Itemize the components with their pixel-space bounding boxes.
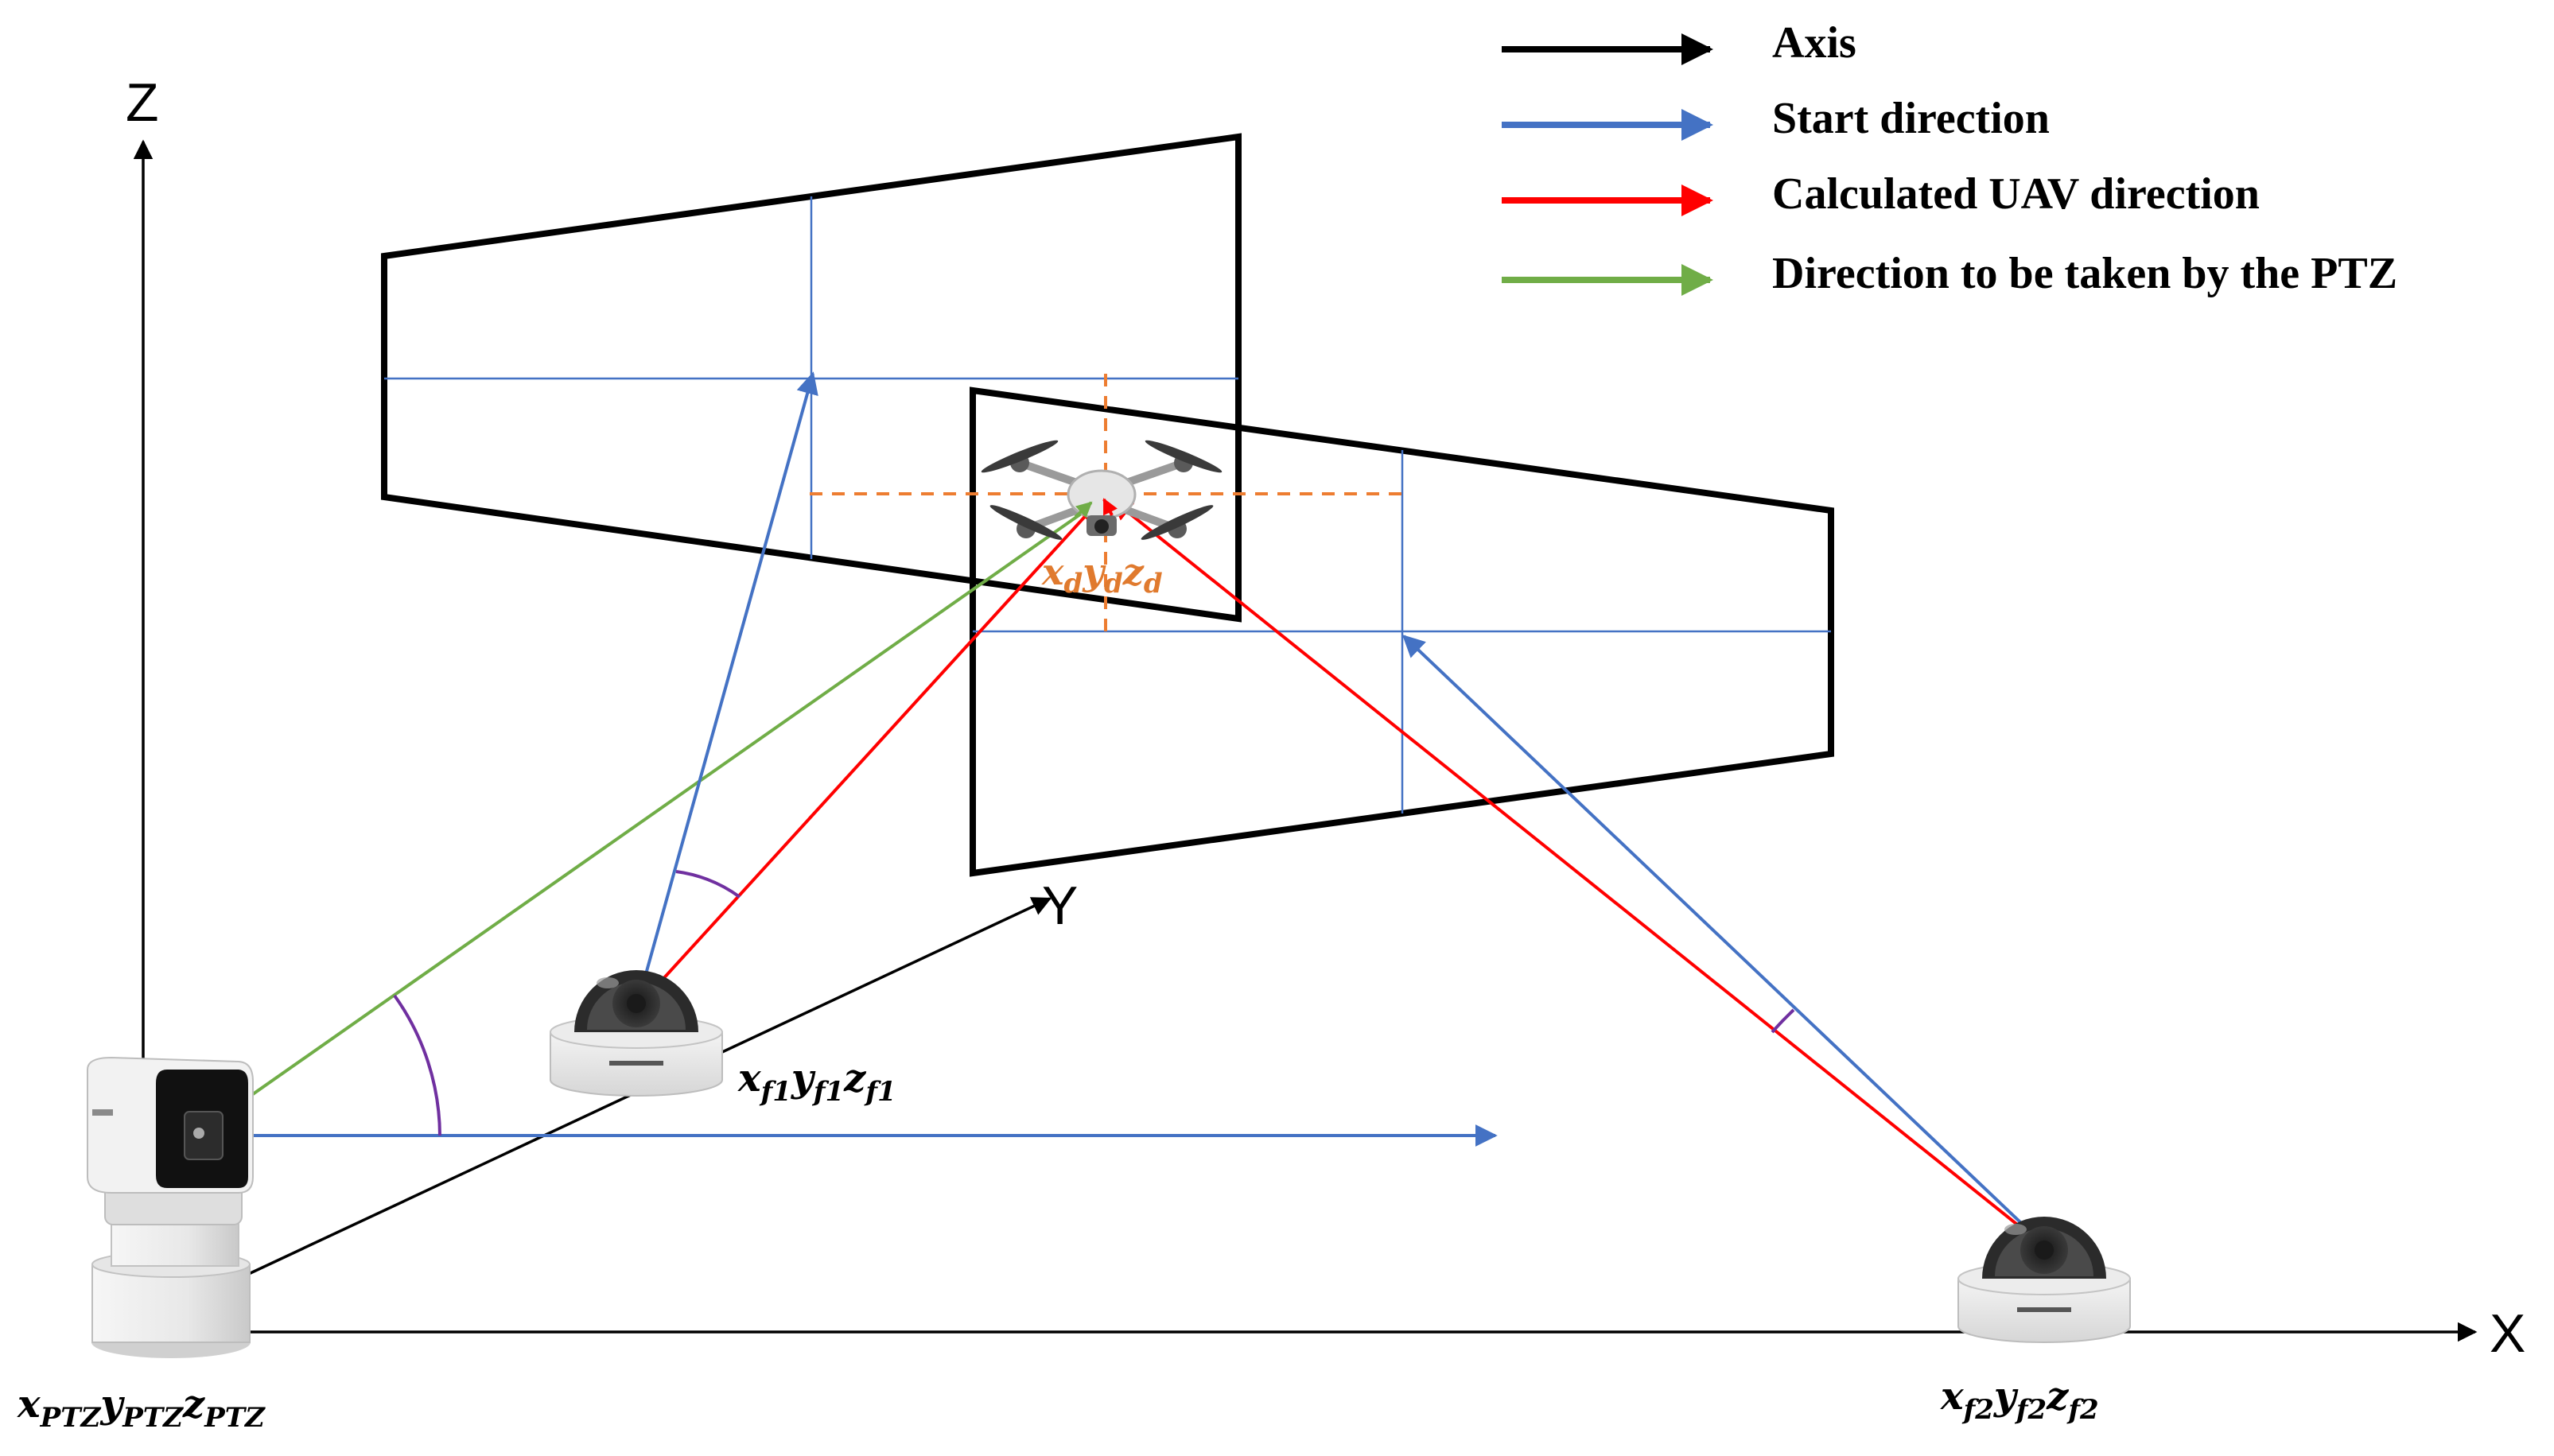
legend-label-ptz-direction: Direction to be taken by the PTZ [1772, 249, 2397, 298]
legend-item-ptz-direction: Direction to be taken by the PTZ [1502, 249, 2397, 298]
angle-arcs [393, 870, 1795, 1136]
f1-coordinate-label: xf1yf1zf1 [737, 1056, 896, 1108]
f2-angle-arc [1771, 1008, 1795, 1034]
dome-camera-f2-icon [1957, 1216, 2131, 1343]
direction-lines [196, 371, 2054, 1254]
x-axis-label: X [2490, 1303, 2525, 1364]
legend: Axis Start direction Calculated UAV dire… [1502, 18, 2397, 298]
legend-label-start-direction: Start direction [1772, 94, 2050, 143]
frame-1-outline [381, 133, 1242, 623]
z-axis-label: Z [126, 72, 159, 133]
f1-start-direction [635, 371, 818, 1009]
legend-label-calculated-uav-direction: Calculated UAV direction [1772, 169, 2260, 219]
f1-uav-direction [635, 500, 1099, 1010]
f1-angle-arc [675, 870, 741, 899]
legend-label-axis: Axis [1772, 18, 1856, 68]
legend-item-start-direction: Start direction [1502, 94, 2050, 143]
camera-frame-2 [970, 386, 1834, 877]
ptz-angle-arc [393, 994, 441, 1136]
legend-item-axis: Axis [1502, 18, 1856, 68]
f2-uav-direction [1110, 498, 2054, 1254]
frame-2-outline [970, 386, 1834, 877]
legend-item-calculated-uav-direction: Calculated UAV direction [1502, 169, 2260, 219]
ptz-camera-icon [87, 1056, 254, 1358]
uav-coordinate-label: xdydzd [1041, 550, 1163, 600]
drone-icon [981, 440, 1223, 540]
f2-coordinate-label: xf2yf2zf2 [1940, 1374, 2099, 1426]
y-axis-label: Y [1042, 876, 1078, 936]
ptz-coordinate-label: xPTZyPTZzPTZ [17, 1382, 266, 1434]
f2-start-direction [1401, 635, 2054, 1254]
ptz-direction-to-uav [196, 498, 1104, 1135]
dome-camera-f1-icon [550, 969, 723, 1097]
uav-direction-markers [1074, 498, 1118, 518]
